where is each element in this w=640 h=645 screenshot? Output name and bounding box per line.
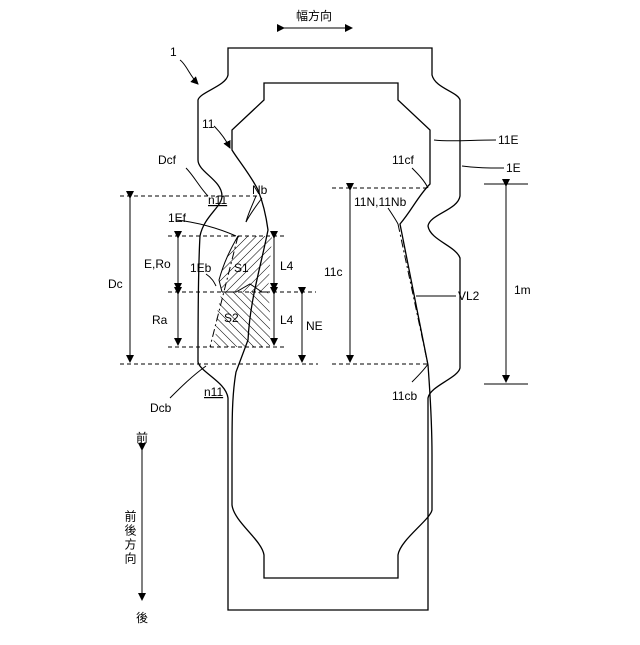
label-11cb: 11cb: [392, 389, 417, 403]
leader-1E: [462, 166, 504, 168]
label-Dcf: Dcf: [158, 153, 177, 167]
label-E-Ro: E,Ro: [144, 257, 171, 271]
hatch-region-s2: [210, 292, 270, 347]
label-S2: S2: [224, 311, 239, 325]
leader-11N: [388, 208, 398, 224]
label-front-back-direction: 前後方向: [123, 509, 137, 566]
label-11: 11: [202, 117, 215, 131]
label-Ra: Ra: [152, 313, 168, 327]
label-width-direction: 幅方向: [296, 8, 332, 23]
label-11N-11Nb: 11N,11Nb: [354, 195, 407, 209]
label-11c: 11c: [324, 265, 342, 279]
label-1E: 1E: [506, 161, 521, 175]
label-1Ef: 1Ef: [168, 211, 187, 225]
label-Dcb: Dcb: [150, 401, 172, 415]
leader-1Eb: [206, 274, 216, 286]
leader-Dcb: [170, 366, 206, 398]
leader-11E: [434, 140, 496, 141]
label-front: 前: [136, 430, 148, 445]
leader-11cb: [412, 364, 428, 382]
label-L4-upper: L4: [280, 259, 294, 273]
label-1: 1: [170, 45, 177, 59]
leader-1: [180, 60, 198, 84]
label-NE: NE: [306, 319, 323, 333]
label-1Eb: 1Eb: [190, 261, 212, 275]
label-VL2: VL2: [458, 289, 480, 303]
leader-11: [214, 126, 230, 148]
label-11cf: 11cf: [392, 153, 414, 167]
label-11E: 11E: [498, 133, 518, 147]
label-Nb: Nb: [252, 183, 268, 197]
label-n11-top: n11: [208, 193, 227, 207]
label-1m: 1m: [514, 283, 531, 297]
label-n11-bottom: n11: [204, 385, 223, 399]
label-S1: S1: [234, 261, 249, 275]
leader-11cf: [412, 168, 428, 188]
label-back: 後: [136, 611, 148, 625]
label-L4-lower: L4: [280, 313, 294, 327]
label-Dc: Dc: [108, 277, 123, 291]
